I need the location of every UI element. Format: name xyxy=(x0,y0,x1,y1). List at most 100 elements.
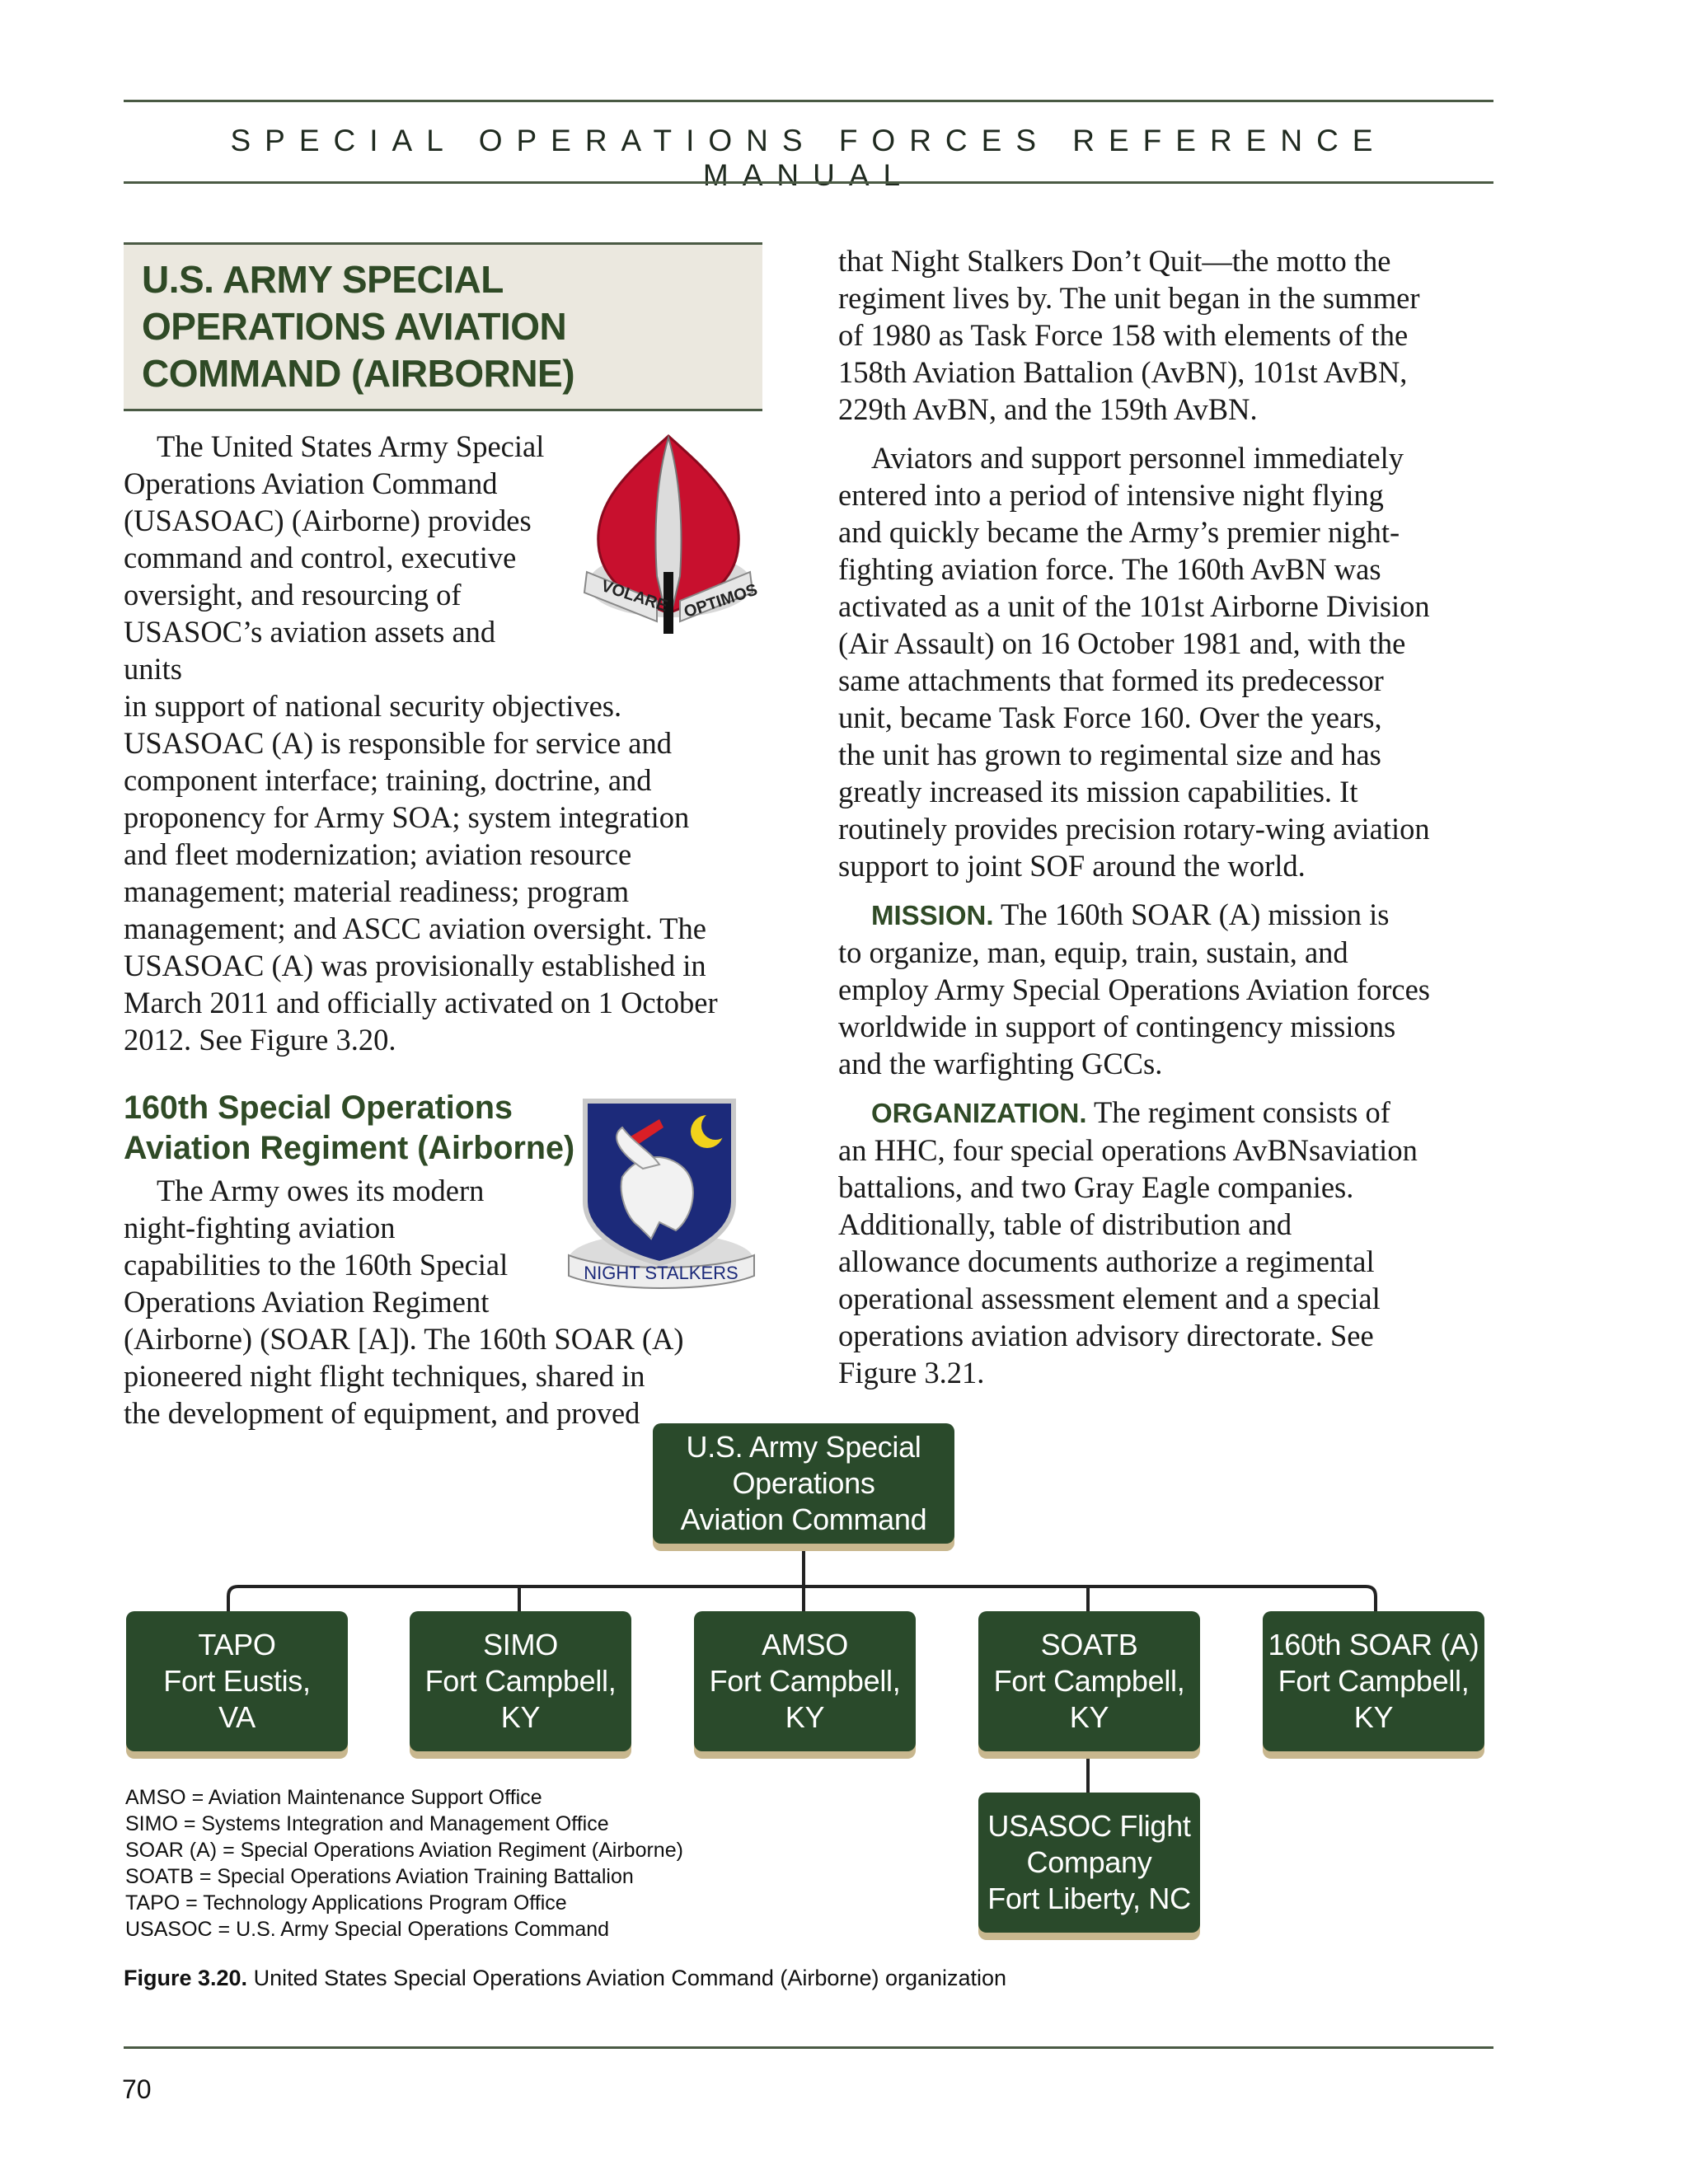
org-box-line: U.S. Army Special xyxy=(686,1430,921,1464)
legend-item: SOATB = Special Operations Aviation Trai… xyxy=(125,1865,634,1888)
intro-line: and fleet modernization; aviation resour… xyxy=(124,837,632,871)
org-box-line: SOATB xyxy=(1040,1628,1138,1661)
para-line: fighting aviation force. The 160th AvBN … xyxy=(838,552,1381,586)
para-line: night-fighting aviation xyxy=(124,1211,396,1244)
organization-paragraph: ORGANIZATION. The regiment consists of a… xyxy=(838,1094,1498,1391)
section-title: U.S. ARMY SPECIAL OPERATIONS AVIATION CO… xyxy=(142,256,744,397)
subsection-title-line: 160th Special Operations xyxy=(124,1090,513,1126)
intro-line: proponency for Army SOA; system integrat… xyxy=(124,800,690,834)
intro-line: USASOAC (A) was provisionally establishe… xyxy=(124,949,706,982)
legend-item: AMSO = Aviation Maintenance Support Offi… xyxy=(125,1786,542,1809)
intro-line: March 2011 and officially activated on 1… xyxy=(124,986,718,1019)
intro-line: (USASOAC) (Airborne) provides xyxy=(124,504,532,537)
right-column: that Night Stalkers Don’t Quit—the motto… xyxy=(838,242,1498,1391)
org-box-line: Aviation Command xyxy=(680,1502,927,1536)
para-line: operations aviation advisory directorate… xyxy=(838,1319,1374,1352)
para-line: battalions, and two Gray Eagle companies… xyxy=(838,1170,1354,1204)
para-line: activated as a unit of the 101st Airborn… xyxy=(838,589,1430,623)
para-line: unit, became Task Force 160. Over the ye… xyxy=(838,701,1382,734)
para-line: 158th Aviation Battalion (AvBN), 101st A… xyxy=(838,355,1408,389)
figure-label: Figure 3.20. xyxy=(124,1966,248,1990)
para-line: the development of equipment, and proved xyxy=(124,1396,640,1430)
intro-line: command and control, executive xyxy=(124,541,517,574)
org-box-line: 160th SOAR (A) xyxy=(1268,1628,1479,1661)
org-box-line: VA xyxy=(218,1700,256,1734)
subsection-title: 160th Special Operations Aviation Regime… xyxy=(124,1088,762,1169)
org-box-line: USASOC Flight xyxy=(987,1809,1191,1843)
subsection-title-line: Aviation Regiment (Airborne) xyxy=(124,1130,575,1166)
para-line: 229th AvBN, and the 159th AvBN. xyxy=(838,392,1258,426)
intro-line: USASOC’s aviation assets and units xyxy=(124,615,496,686)
subsection-paragraph-1-continued: that Night Stalkers Don’t Quit—the motto… xyxy=(838,242,1498,428)
para-line: and the warfighting GCCs. xyxy=(838,1047,1163,1080)
para-line: of 1980 as Task Force 158 with elements … xyxy=(838,318,1409,352)
para-line: Figure 3.21. xyxy=(838,1356,985,1390)
org-box-soatb: SOATB Fort Campbell, KY xyxy=(978,1611,1200,1751)
org-box-line: Company xyxy=(1026,1845,1152,1879)
connector-line xyxy=(227,1585,1377,1611)
subsection-paragraph-2: Aviators and support personnel immediate… xyxy=(838,439,1498,884)
para-line: operational assessment element and a spe… xyxy=(838,1282,1381,1315)
para-line: support to joint SOF around the world. xyxy=(838,849,1306,883)
mission-label: MISSION. xyxy=(871,900,994,930)
para-line: an HHC, four special operations AvBNsavi… xyxy=(838,1133,1418,1167)
para-line: The Army owes its modern xyxy=(157,1174,485,1207)
section-title-line: COMMAND (AIRBORNE) xyxy=(142,352,575,395)
org-box-usasoac: U.S. Army Special Operations Aviation Co… xyxy=(653,1423,954,1544)
header-bottom-rule xyxy=(124,181,1493,184)
intro-line: oversight, and resourcing of xyxy=(124,578,462,612)
left-column: U.S. ARMY SPECIAL OPERATIONS AVIATION CO… xyxy=(124,242,762,1432)
org-box-usasoc-flight-company: USASOC Flight Company Fort Liberty, NC xyxy=(978,1793,1200,1933)
org-box-line: Fort Campbell, xyxy=(1278,1664,1470,1698)
section-title-box: U.S. ARMY SPECIAL OPERATIONS AVIATION CO… xyxy=(124,242,762,411)
section-title-line: OPERATIONS AVIATION xyxy=(142,305,567,348)
para-line: and quickly became the Army’s premier ni… xyxy=(838,515,1400,549)
para-line: worldwide in support of contingency miss… xyxy=(838,1010,1396,1043)
section-title-line: U.S. ARMY SPECIAL xyxy=(142,258,504,301)
running-header: SPECIAL OPERATIONS FORCES REFERENCE MANU… xyxy=(230,124,1387,192)
org-box-line: KY xyxy=(1353,1700,1394,1734)
legend-item: USASOC = U.S. Army Special Operations Co… xyxy=(125,1918,610,1941)
figure-caption-text: United States Special Operations Aviatio… xyxy=(247,1966,1007,1990)
night-stalkers-crest-emblem: NIGHT STALKERS xyxy=(560,1086,762,1292)
header-top-rule xyxy=(124,100,1493,102)
para-line: entered into a period of intensive night… xyxy=(838,478,1384,512)
org-box-line: Fort Eustis, xyxy=(163,1664,311,1698)
para-line: (Air Assault) on 16 October 1981 and, wi… xyxy=(838,626,1406,660)
intro-line: management; material readiness; program xyxy=(124,874,630,908)
legend-item: SOAR (A) = Special Operations Aviation R… xyxy=(125,1839,683,1862)
crest-banner-text: NIGHT STALKERS xyxy=(584,1263,738,1283)
figure-caption: Figure 3.20. United States Special Opera… xyxy=(124,1966,1006,1991)
para-line: regiment lives by. The unit began in the… xyxy=(838,281,1420,315)
org-box-160th-soar: 160th SOAR (A) Fort Campbell, KY xyxy=(1263,1611,1484,1751)
org-box-simo: SIMO Fort Campbell, KY xyxy=(410,1611,631,1751)
intro-line: USASOAC (A) is responsible for service a… xyxy=(124,726,673,760)
org-box-line: KY xyxy=(1069,1700,1109,1734)
org-box-line: Fort Liberty, NC xyxy=(987,1882,1191,1915)
org-box-line: KY xyxy=(785,1700,825,1734)
para-line: Operations Aviation Regiment xyxy=(124,1285,490,1319)
para-line: that Night Stalkers Don’t Quit—the motto… xyxy=(838,244,1391,278)
para-line: routinely provides precision rotary-wing… xyxy=(838,812,1430,846)
para-line: Additionally, table of distribution and xyxy=(838,1207,1292,1241)
intro-line: Operations Aviation Command xyxy=(124,466,498,500)
org-box-tapo: TAPO Fort Eustis, VA xyxy=(126,1611,348,1751)
org-box-line: Fort Campbell, xyxy=(424,1664,617,1698)
para-line: the unit has grown to regimental size an… xyxy=(838,738,1381,771)
para-line: allowance documents authorize a regiment… xyxy=(838,1244,1375,1278)
legend-item: SIMO = Systems Integration and Managemen… xyxy=(125,1812,609,1835)
intro-line: management; and ASCC aviation oversight.… xyxy=(124,912,706,945)
org-chart-legend: AMSO = Aviation Maintenance Support Offi… xyxy=(125,1784,683,1943)
org-box-line: TAPO xyxy=(198,1628,276,1661)
org-box-line: AMSO xyxy=(762,1628,848,1661)
para-line: greatly increased its mission capabiliti… xyxy=(838,775,1358,808)
para-line: The 160th SOAR (A) mission is xyxy=(993,898,1390,931)
intro-line: in support of national security objectiv… xyxy=(124,689,622,723)
para-line: to organize, man, equip, train, sustain,… xyxy=(838,935,1348,969)
para-line: pioneered night flight techniques, share… xyxy=(124,1359,645,1393)
org-box-amso: AMSO Fort Campbell, KY xyxy=(694,1611,916,1751)
para-line: employ Army Special Operations Aviation … xyxy=(838,972,1431,1006)
org-box-line: KY xyxy=(500,1700,541,1734)
para-line: (Airborne) (SOAR [A]). The 160th SOAR (A… xyxy=(124,1322,684,1356)
org-box-line: Fort Campbell, xyxy=(993,1664,1185,1698)
